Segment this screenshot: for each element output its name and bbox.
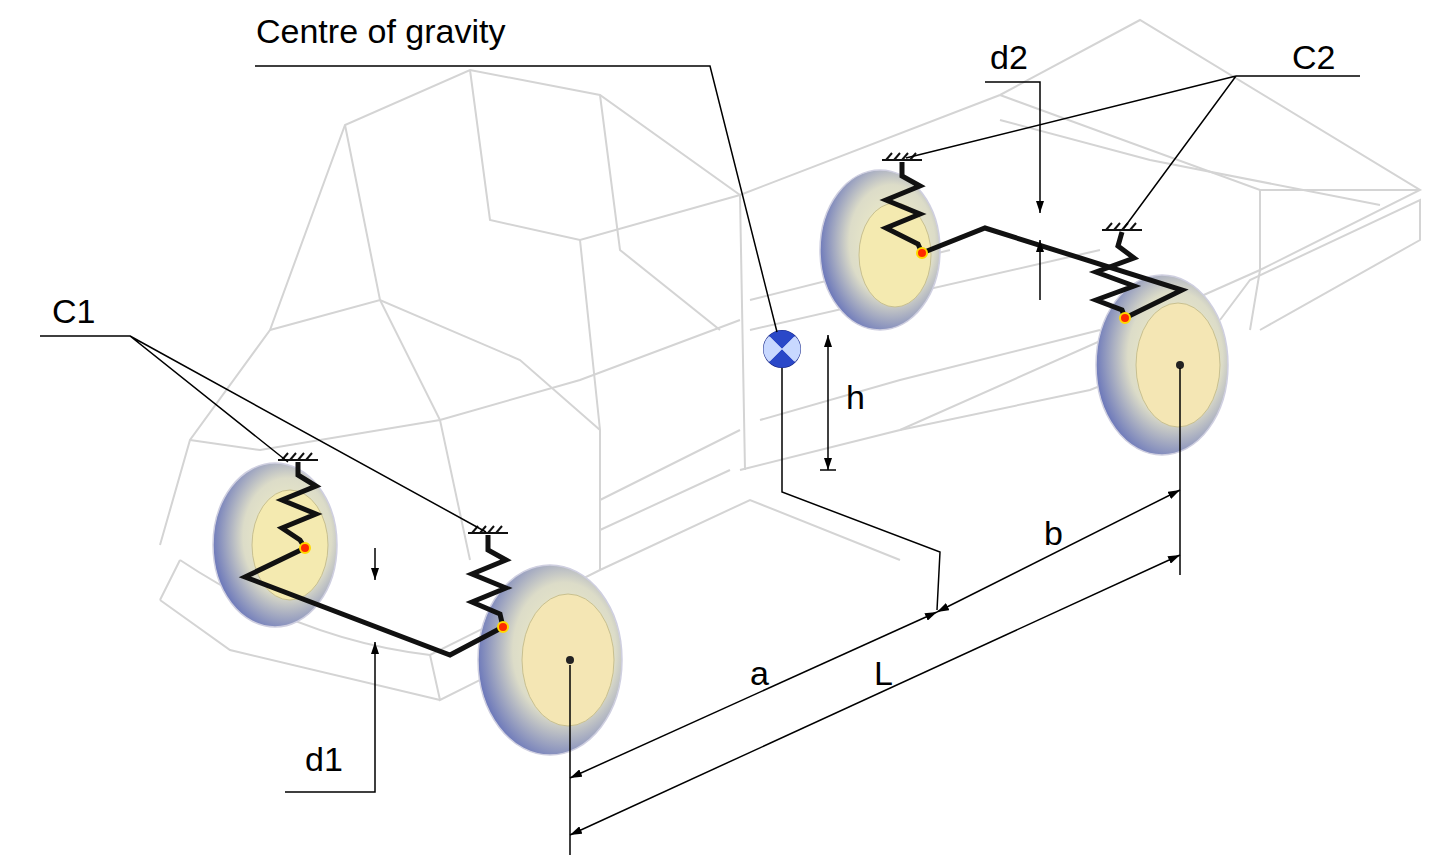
mount-points: [300, 248, 1130, 632]
cog-label: Centre of gravity: [256, 14, 505, 48]
dimension-label: L: [874, 656, 893, 690]
stiffness-label: C1: [52, 294, 95, 328]
suspension: [245, 162, 1182, 655]
dimension-label: d1: [305, 742, 343, 776]
dimension-lines: [40, 66, 1360, 855]
cog-symbol: [763, 330, 800, 367]
dimension-label: h: [846, 380, 865, 414]
dimension-label: a: [750, 656, 769, 690]
spring-mounts: [278, 153, 1142, 533]
stiffness-label: C2: [1292, 40, 1335, 74]
truck-outline: [160, 20, 1420, 700]
dimension-label: d2: [990, 40, 1028, 74]
wheels: [213, 170, 1228, 755]
dimension-label: b: [1044, 516, 1063, 550]
